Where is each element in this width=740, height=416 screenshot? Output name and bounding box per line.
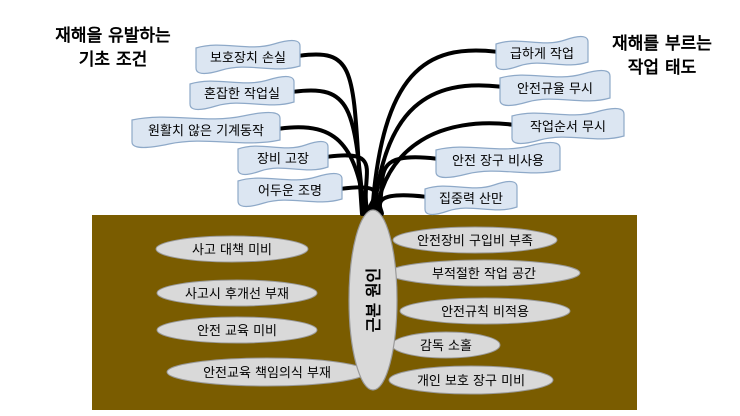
root-line-basic-condition — [326, 153, 370, 216]
heading-work-attitudes-line1: 재해를 부르는 — [612, 34, 712, 54]
root-cause-left-label: 안전교육 책임의식 부재 — [203, 366, 331, 381]
work-attitude-flag-shape — [435, 141, 561, 179]
core-trunk-oval — [348, 209, 398, 391]
root-cause-right-node: 개인 보호 장구 미비 — [388, 365, 554, 395]
root-line-work-attitude — [372, 83, 502, 216]
heading-work-attitudes-line2: 작업 태도 — [627, 58, 697, 78]
work-attitude-label: 안전 장구 비사용 — [452, 154, 544, 169]
heading-work-attitudes: 재해를 부르는 작업 태도 — [592, 32, 732, 80]
root-cause-left-label: 사고시 후개선 부재 — [185, 287, 289, 302]
heading-basic-conditions: 재해을 유발하는 기초 조건 — [28, 24, 198, 72]
basic-condition-flag: 보호장치 손실 — [195, 39, 301, 75]
root-cause-right-label: 감독 소홀 — [420, 339, 472, 354]
work-attitude-label: 안전규율 무시 — [517, 82, 593, 97]
root-line-basic-condition — [278, 125, 368, 216]
root-cause-right-node: 부적절한 작업 공간 — [387, 259, 581, 287]
basic-condition-label: 원활치 않은 기계동작 — [148, 124, 264, 139]
work-attitude-flag: 작업순서 무시 — [511, 107, 625, 145]
root-cause-right-oval — [388, 365, 554, 395]
work-attitude-flag-shape — [499, 69, 611, 107]
root-line-work-attitude — [370, 48, 498, 216]
root-cause-left-oval — [156, 316, 318, 344]
root-cause-left-oval — [155, 235, 309, 263]
root-cause-right-label: 개인 보호 장구 미비 — [417, 374, 525, 389]
work-attitude-flag: 급하게 작업 — [495, 35, 589, 71]
basic-condition-flag: 혼잡한 작업실 — [189, 75, 295, 111]
work-attitude-label: 급하게 작업 — [510, 47, 574, 62]
work-attitude-label: 집중력 산만 — [439, 192, 503, 207]
basic-condition-label: 어두운 조명 — [258, 184, 322, 199]
root-cause-right-oval — [392, 226, 558, 254]
basic-condition-flag-shape — [189, 75, 295, 111]
work-attitude-label: 작업순서 무시 — [530, 120, 606, 135]
root-cause-right-label: 안전규칙 비적용 — [441, 305, 529, 320]
basic-condition-flag: 장비 고장 — [237, 140, 329, 176]
basic-condition-label: 장비 고장 — [257, 152, 309, 167]
root-cause-right-label: 부적절한 작업 공간 — [432, 267, 536, 282]
root-cause-right-node: 감독 소홀 — [391, 331, 501, 359]
root-cause-left-node: 사고시 후개선 부재 — [156, 279, 318, 307]
core-label: 근본 원인 — [364, 268, 383, 332]
basic-condition-flag: 원활치 않은 기계동작 — [131, 111, 281, 149]
core-trunk: 근본 원인 — [348, 209, 398, 391]
root-cause-right-node: 안전장비 구입비 부족 — [392, 226, 558, 254]
heading-basic-conditions-line1: 재해을 유발하는 — [55, 26, 171, 46]
basic-condition-flag-shape — [131, 111, 281, 149]
root-cause-left-label: 사고 대책 미비 — [192, 243, 272, 258]
basic-condition-flag: 어두운 조명 — [237, 172, 343, 208]
root-cause-left-node: 사고 대책 미비 — [155, 235, 309, 263]
root-cause-right-label: 안전장비 구입비 부족 — [417, 234, 533, 249]
root-cause-left-label: 안전 교육 미비 — [197, 324, 277, 339]
work-attitude-flag-shape — [424, 180, 518, 216]
root-cause-right-node: 안전규칙 비적용 — [399, 297, 571, 325]
work-attitude-flag: 안전규율 무시 — [499, 69, 611, 107]
root-cause-left-oval — [156, 279, 318, 307]
basic-condition-flag-shape — [195, 39, 301, 75]
basic-condition-flag-shape — [237, 140, 329, 176]
basic-condition-label: 보호장치 손실 — [210, 51, 286, 66]
root-cause-right-oval — [399, 297, 571, 325]
heading-basic-conditions-line2: 기초 조건 — [78, 50, 148, 70]
work-attitude-flag: 안전 장구 비사용 — [435, 141, 561, 179]
basic-condition-flag-shape — [237, 172, 343, 208]
work-attitude-flag-shape — [511, 107, 625, 145]
work-attitude-flag: 집중력 산만 — [424, 180, 518, 216]
work-attitude-flag-shape — [495, 35, 589, 71]
root-cause-left-node: 안전 교육 미비 — [156, 316, 318, 344]
root-cause-left-node: 안전교육 책임의식 부재 — [166, 357, 368, 387]
root-line-work-attitude — [377, 193, 427, 217]
basic-condition-label: 혼잡한 작업실 — [204, 87, 280, 102]
